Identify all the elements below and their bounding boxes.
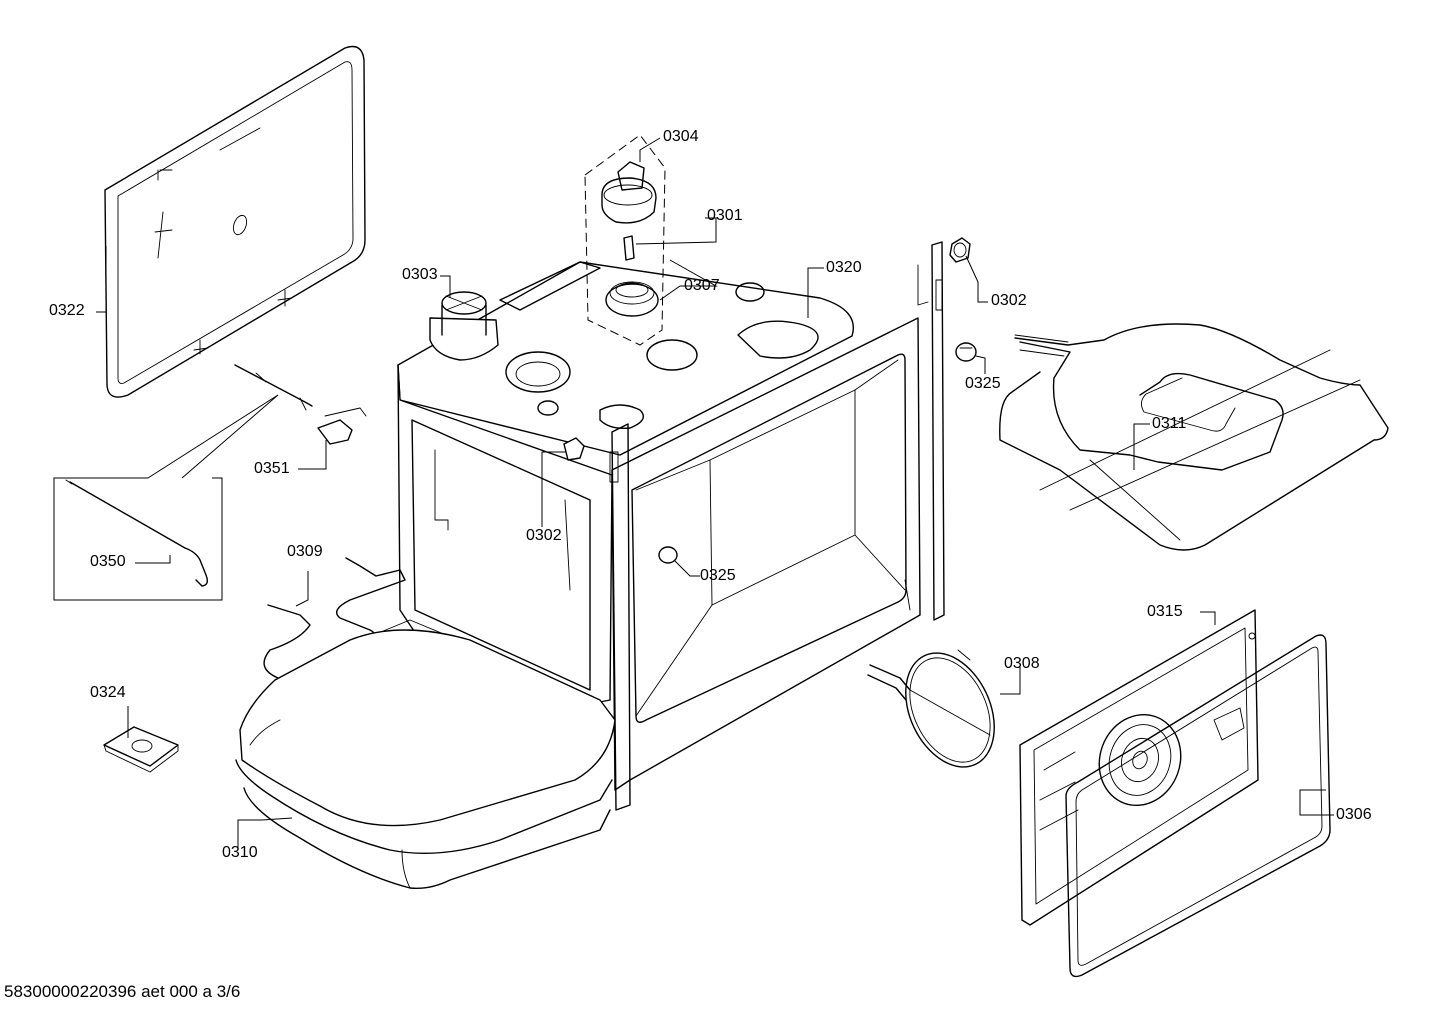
part-label-0311: 0311 bbox=[1152, 415, 1187, 432]
part-label-0322: 0322 bbox=[49, 302, 85, 319]
lamp-cover-part-top bbox=[955, 342, 977, 362]
part-label-0325-top: 0325 bbox=[965, 375, 1001, 392]
part-label-0302-mid: 0302 bbox=[526, 527, 562, 544]
part-label-0324: 0324 bbox=[90, 684, 126, 701]
rear-panel-part bbox=[1019, 609, 1259, 926]
ring-heater-part bbox=[867, 649, 995, 768]
part-label-0308: 0308 bbox=[1004, 655, 1040, 672]
part-label-0315: 0315 bbox=[1147, 603, 1183, 620]
leader-lines bbox=[96, 137, 1334, 850]
part-label-0350: 0350 bbox=[90, 553, 126, 570]
drawing-reference-footer: 58300000220396 aet 000 a 3/6 bbox=[4, 982, 241, 1001]
sensor-detail-inset bbox=[53, 394, 279, 601]
part-label-0303: 0303 bbox=[402, 266, 438, 283]
part-label-0310: 0310 bbox=[222, 844, 258, 861]
part-label-0309: 0309 bbox=[287, 543, 323, 560]
part-label-0306: 0306 bbox=[1336, 806, 1372, 823]
part-label-0304: 0304 bbox=[663, 128, 699, 145]
part-label-0325-mid: 0325 bbox=[700, 567, 736, 584]
door-gasket-part bbox=[1065, 634, 1331, 978]
part-label-0351: 0351 bbox=[254, 460, 290, 477]
mounting-pad-part bbox=[103, 726, 179, 773]
insulation-mat-part bbox=[235, 629, 616, 890]
lamp-socket-part-mid bbox=[563, 437, 585, 461]
back-panel-part bbox=[104, 45, 366, 398]
oven-cavity-part bbox=[397, 241, 945, 811]
part-label-0301: 0301 bbox=[707, 207, 743, 224]
lamp-cover-part-mid bbox=[658, 546, 678, 564]
lamp-socket-part-top bbox=[949, 237, 971, 263]
temperature-sensor-part bbox=[234, 364, 367, 445]
fan-assembly-group bbox=[584, 134, 666, 346]
grill-heater-part bbox=[999, 323, 1389, 551]
part-label-0302-top: 0302 bbox=[991, 292, 1027, 309]
part-label-0320: 0320 bbox=[826, 259, 862, 276]
cooling-outlet-part bbox=[429, 291, 499, 361]
part-label-0307: 0307 bbox=[684, 277, 720, 294]
